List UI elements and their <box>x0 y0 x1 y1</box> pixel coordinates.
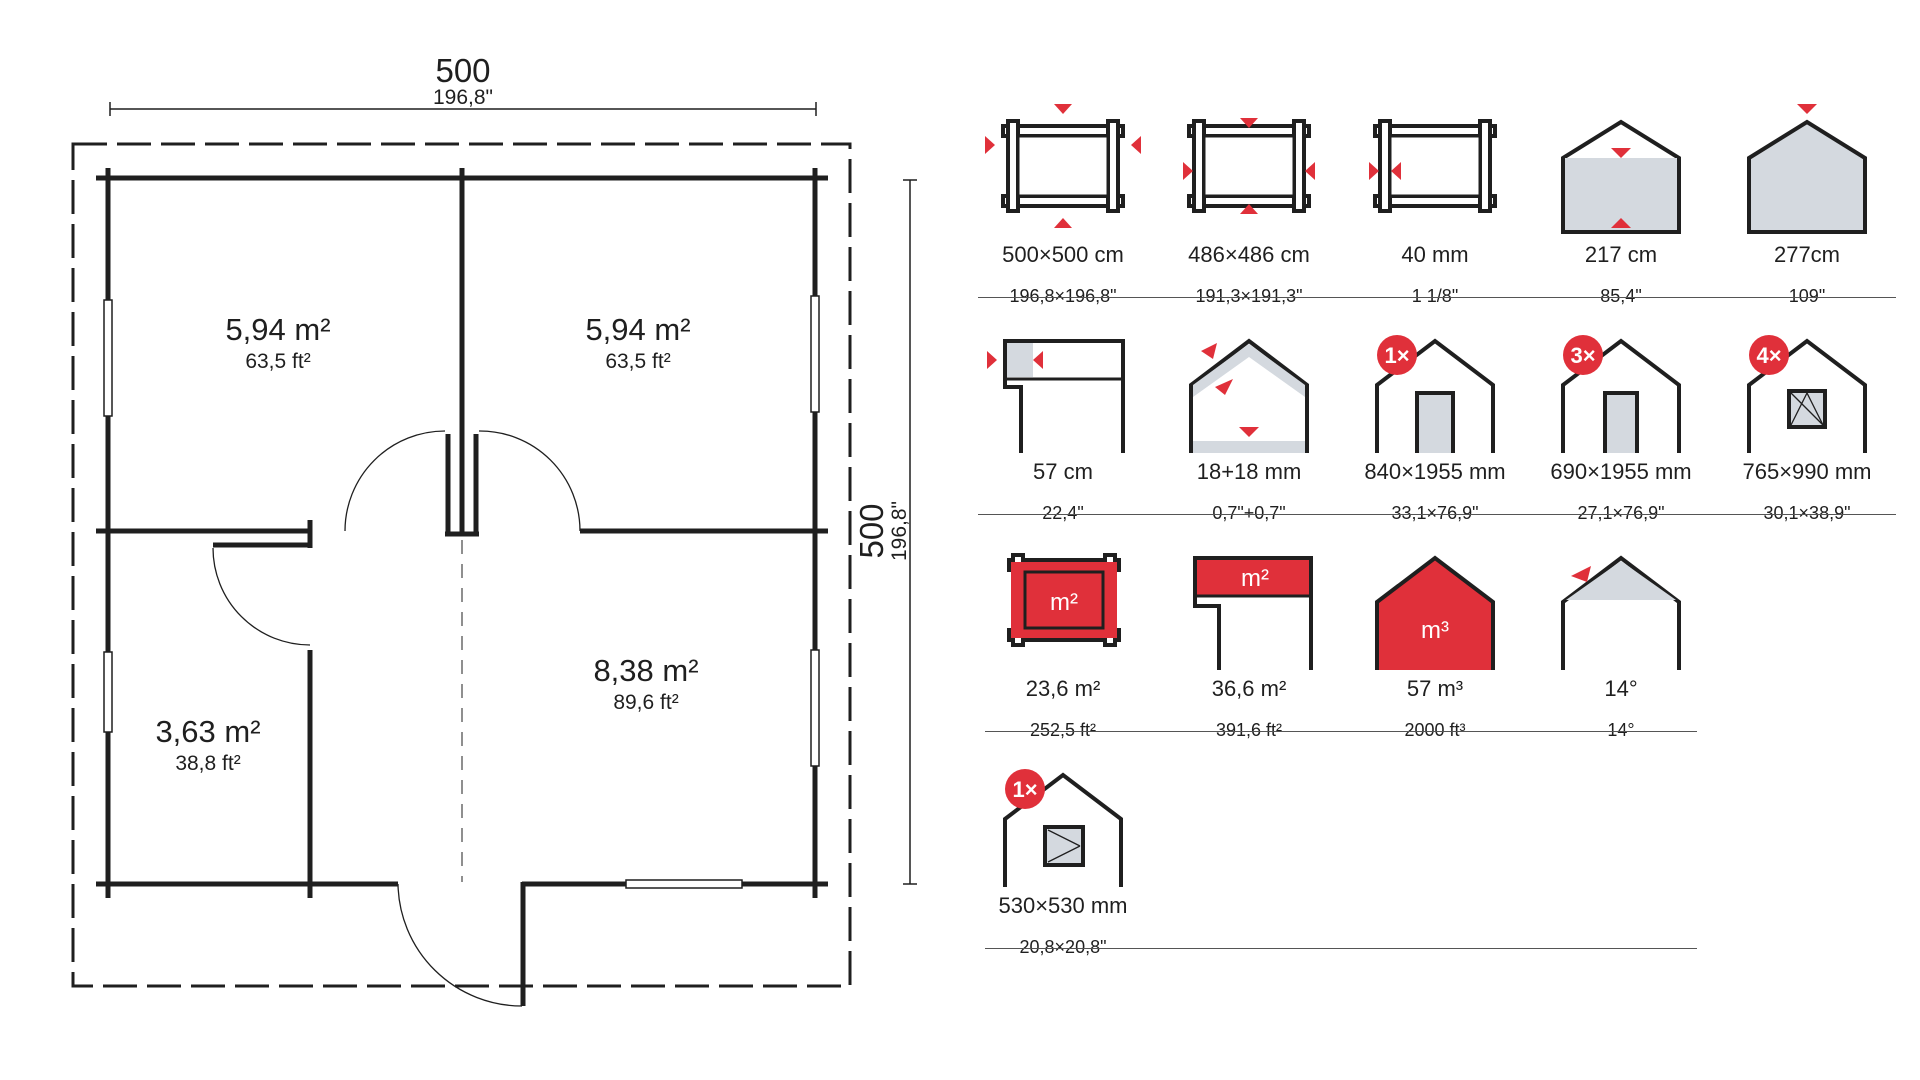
spec-imperial: 0,7"+0,7" <box>1212 503 1286 523</box>
spec-imperial: 196,8×196,8" <box>1009 286 1117 306</box>
roof-pitch-icon <box>1561 555 1681 670</box>
door-swings <box>212 430 581 1007</box>
divider-row-2 <box>978 514 1896 515</box>
width-cm-label: 500 <box>435 52 490 89</box>
spec-imperial: 27,1×76,9" <box>1577 503 1665 523</box>
spec-imperial: 1 1/8" <box>1411 286 1459 306</box>
floor-area-icon: m² <box>1007 553 1121 647</box>
interior-door-icon: 3× <box>1561 335 1681 453</box>
footprint-inner-icon <box>1183 118 1315 214</box>
divider-row-3 <box>985 731 1697 732</box>
room-4-area: 3,63 m² <box>155 714 260 749</box>
volume-icon: m³ <box>1375 555 1495 670</box>
roof-overhang-icon <box>987 339 1125 453</box>
quantity-badge-label: 3× <box>1570 343 1595 368</box>
spec-imperial: 391,6 ft² <box>1215 720 1283 740</box>
spec-metric: 690×1955 mm <box>1550 459 1692 484</box>
roof-area-icon: m² <box>1193 556 1313 670</box>
front-door-icon: 1× <box>1375 335 1495 453</box>
spec-metric: 765×990 mm <box>1742 459 1872 484</box>
divider-row-1 <box>978 297 1896 298</box>
width-in-label: 196,8" <box>433 86 493 109</box>
quantity-badge-label: 1× <box>1384 343 1409 368</box>
volume-symbol: m³ <box>1421 617 1449 644</box>
spec-imperial: 2000 ft³ <box>1404 720 1466 740</box>
room-1-area: 5,94 m² <box>225 312 330 347</box>
spec-metric: 530×530 mm <box>998 893 1128 918</box>
room-3-area: 8,38 m² <box>593 653 698 688</box>
spec-metric: 23,6 m² <box>1025 676 1101 701</box>
room-4-area-imperial: 38,8 ft² <box>175 752 240 775</box>
roof-overhang-outline <box>71 142 852 988</box>
spec-imperial: 85,4" <box>1600 286 1642 306</box>
spec-metric: 840×1955 mm <box>1364 459 1506 484</box>
spec-imperial: 14° <box>1607 720 1635 740</box>
spec-metric: 57 m³ <box>1406 676 1464 701</box>
spec-metric: 500×500 cm <box>1002 242 1124 267</box>
quantity-badge-label: 4× <box>1756 343 1781 368</box>
width-dimension: 500 196,8" <box>109 52 817 116</box>
spec-imperial: 109" <box>1788 286 1826 306</box>
spec-metric: 40 mm <box>1401 242 1469 267</box>
window-openings <box>103 295 820 889</box>
quantity-badge <box>1377 335 1417 375</box>
wall-height-icon <box>1561 119 1681 234</box>
quantity-badge <box>1005 769 1045 809</box>
room-2-area: 5,94 m² <box>585 312 690 347</box>
ridge-height-icon <box>1747 104 1867 234</box>
spec-metric: 14° <box>1604 676 1638 701</box>
spec-imperial: 252,5 ft² <box>1029 720 1097 740</box>
room-3-area-imperial: 89,6 ft² <box>613 691 678 714</box>
quantity-badge <box>1749 335 1789 375</box>
floor-plan: 500 196,8" 500 196,8" <box>71 52 917 1007</box>
spec-metric: 217 cm <box>1584 242 1658 267</box>
interior-walls <box>96 168 828 898</box>
spec-imperial: 33,1×76,9" <box>1391 503 1479 523</box>
room-1-area-imperial: 63,5 ft² <box>245 350 310 373</box>
spec-metric: 57 cm <box>1033 459 1093 484</box>
window-icon: 4× <box>1747 335 1867 453</box>
roof-area-symbol: m² <box>1241 565 1269 592</box>
spec-imperial: 30,1×38,9" <box>1763 503 1851 523</box>
spec-imperial: 20,8×20,8" <box>1019 937 1107 957</box>
small-window-icon: 1× <box>1003 769 1123 887</box>
wall-thickness-icon <box>1369 119 1497 213</box>
footprint-outer-icon <box>985 104 1141 228</box>
quantity-badge-label: 1× <box>1012 777 1037 802</box>
spec-metric: 486×486 cm <box>1188 242 1310 267</box>
spec-imperial: 191,3×191,3" <box>1195 286 1303 306</box>
depth-cm-label: 500 <box>853 503 890 558</box>
depth-in-label: 196,8" <box>888 501 911 561</box>
spec-metric: 277cm <box>1773 242 1841 267</box>
room-2-area-imperial: 63,5 ft² <box>605 350 670 373</box>
spec-metric: 36,6 m² <box>1211 676 1287 701</box>
spec-metric: 18+18 mm <box>1196 459 1302 484</box>
roof-floor-thickness-icon <box>1189 338 1309 453</box>
floor-area-symbol: m² <box>1050 589 1078 616</box>
quantity-badge <box>1563 335 1603 375</box>
depth-dimension: 500 196,8" <box>853 179 917 885</box>
spec-imperial: 22,4" <box>1042 503 1084 523</box>
divider-row-4 <box>985 948 1697 949</box>
